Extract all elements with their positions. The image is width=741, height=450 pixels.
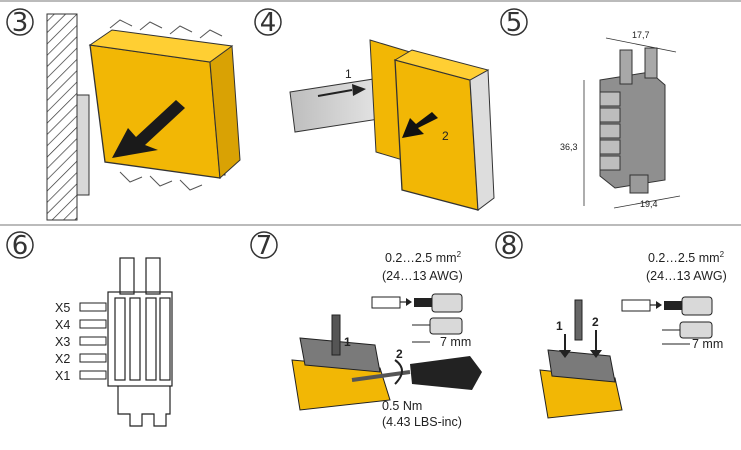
terminal-block-8 xyxy=(539,299,623,419)
wire-size-7: 0.2…2.5 mm2 xyxy=(385,250,462,265)
step-3-badge xyxy=(6,8,34,36)
connector-block-5 xyxy=(599,47,666,194)
terminal-block-outline xyxy=(107,257,173,427)
step-8-panel: 8 0.2…2.5 mm2 (24…13 AWG) 7 mm 1 2 xyxy=(495,231,727,419)
insert-arrow-1 xyxy=(317,89,353,97)
step-5-panel: 5 17,7 36,3 19,4 xyxy=(500,8,681,209)
step-3-number: 3 xyxy=(12,8,29,38)
strip-length-7: 7 mm xyxy=(440,335,471,349)
step-5-number: 5 xyxy=(506,8,523,38)
din-rail xyxy=(76,94,90,196)
terminal-label-x3: X3 xyxy=(55,335,70,349)
insert-arrowhead-1 xyxy=(352,84,366,96)
screwdriver-7 xyxy=(351,356,482,390)
mount-arrow-3 xyxy=(112,100,185,158)
dim-line-width xyxy=(605,37,677,53)
arrow-1-label: 1 xyxy=(345,67,352,81)
dim-height: 36,3 xyxy=(560,142,578,152)
step-6-number: 6 xyxy=(12,231,29,261)
terminal-label-x2: X2 xyxy=(55,352,70,366)
step-7-badge xyxy=(250,231,278,259)
wire-size-8: 0.2…2.5 mm2 xyxy=(648,250,725,265)
push-arrow-2 xyxy=(402,112,438,138)
step-8-badge xyxy=(495,231,523,259)
step-8-number: 8 xyxy=(501,231,518,261)
action-1-label-8: 1 xyxy=(556,319,563,333)
module-body-3 xyxy=(88,19,241,191)
terminal-label-x4: X4 xyxy=(55,318,70,332)
dim-depth: 19,4 xyxy=(640,199,658,209)
step-7-panel: 7 0.2…2.5 mm2 (24…13 AWG) 7 mm 1 2 0.5 N… xyxy=(250,231,482,429)
torque-7: 0.5 Nm xyxy=(382,399,422,413)
dim-line-depth xyxy=(613,195,681,209)
step-6-panel: 6 X5 X4 X3 X2 X1 xyxy=(6,231,173,427)
terminal-pins xyxy=(79,302,107,380)
step-3-panel: 3 xyxy=(6,8,241,221)
step-6-badge xyxy=(6,231,34,259)
step-4-badge xyxy=(254,8,282,36)
dim-width: 17,7 xyxy=(632,30,650,40)
step-5-badge xyxy=(500,8,528,36)
action-2-label-7: 2 xyxy=(396,347,403,361)
wall-hatch xyxy=(46,13,78,221)
terminal-block-7 xyxy=(291,314,391,411)
ferrule-wire-8 xyxy=(621,296,713,339)
step-4-number: 4 xyxy=(260,8,277,38)
awg-8: (24…13 AWG) xyxy=(646,269,727,283)
step-4-panel: 4 1 2 xyxy=(254,8,495,211)
ferrule-wire-7 xyxy=(371,293,463,335)
action-1-label-7: 1 xyxy=(344,335,351,349)
torque-alt-7: (4.43 LBS-inc) xyxy=(382,415,462,429)
module-front-4 xyxy=(393,49,495,211)
din-rail-4 xyxy=(289,77,386,133)
action-2-label-8: 2 xyxy=(592,315,599,329)
arrow-2-label: 2 xyxy=(442,129,449,143)
strip-length-8: 7 mm xyxy=(692,337,723,351)
terminal-label-x1: X1 xyxy=(55,369,70,383)
terminal-label-x5: X5 xyxy=(55,301,70,315)
step-7-number: 7 xyxy=(256,231,273,261)
awg-7: (24…13 AWG) xyxy=(382,269,463,283)
